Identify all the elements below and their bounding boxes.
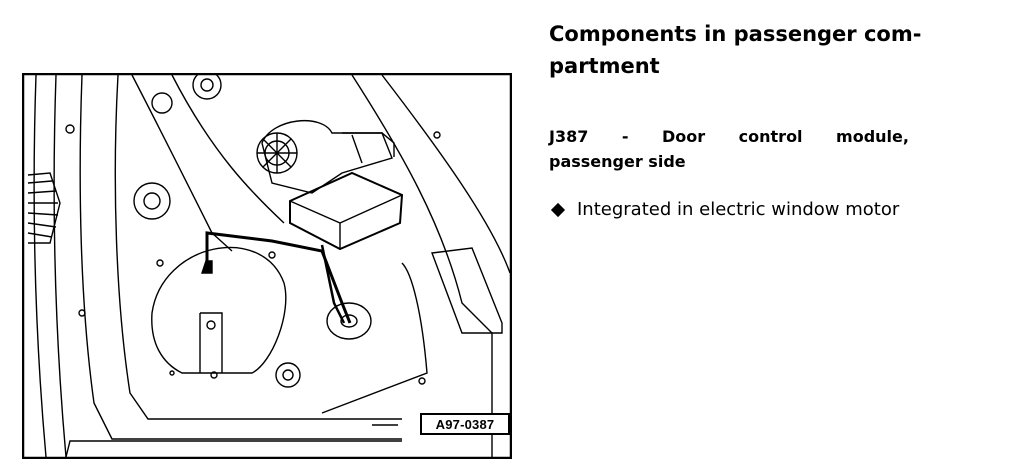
component-code: J387 — [549, 127, 589, 146]
diamond-bullet-icon — [550, 202, 566, 218]
page-heading: Components in passenger com- partment — [549, 18, 989, 82]
bullet-item: Integrated in electric window motor — [549, 197, 899, 223]
component-word-door: Door — [662, 127, 706, 146]
component-word-module: module, — [836, 127, 909, 146]
figure-reference-label: A97-0387 — [420, 413, 510, 435]
component-dash: - — [621, 127, 629, 146]
component-word-control: control — [738, 127, 803, 146]
bullet-text: Integrated in electric window motor — [577, 199, 900, 220]
heading-line-1: Components in passenger com- — [549, 22, 922, 46]
heading-line-2: partment — [549, 54, 660, 78]
door-illustration: A97-0387 — [22, 73, 512, 459]
component-description: J387 - Door control module, passenger si… — [549, 124, 909, 174]
component-title-line: J387 - Door control module, — [549, 124, 909, 149]
door-line-drawing — [22, 73, 512, 459]
component-location: passenger side — [549, 152, 686, 171]
